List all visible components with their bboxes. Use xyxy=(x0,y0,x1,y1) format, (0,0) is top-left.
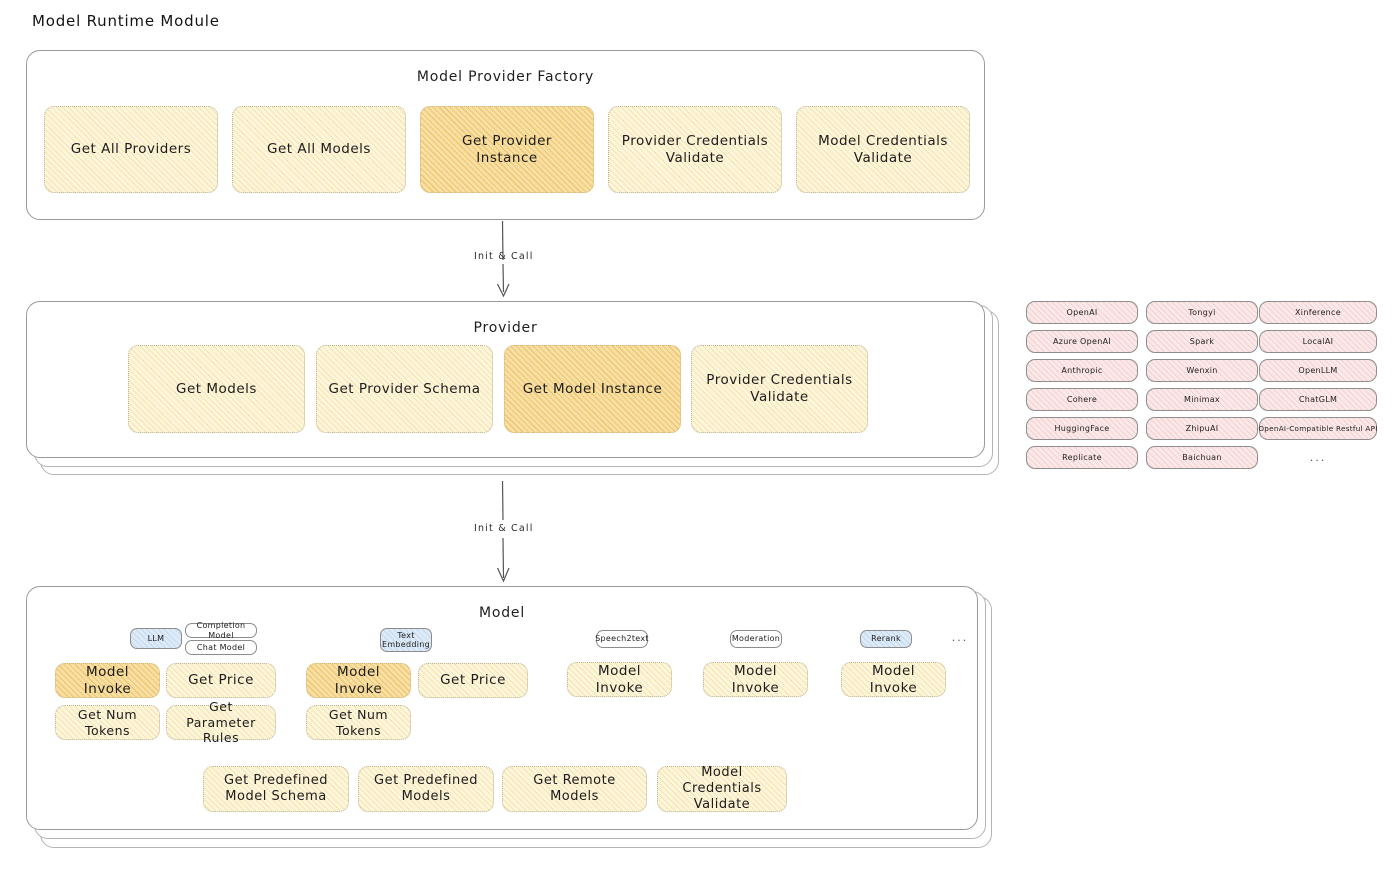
model-method-get-predefined-model-schema[interactable]: Get Predefined Model Schema xyxy=(203,766,349,812)
provider-chip-wenxin[interactable]: Wenxin xyxy=(1146,359,1258,382)
model-types-more-ellipsis: ... xyxy=(951,630,969,644)
llm-method-model-invoke[interactable]: Model Invoke xyxy=(55,663,160,698)
provider-chip-cohere[interactable]: Cohere xyxy=(1026,388,1138,411)
provider-chip-tongyi[interactable]: Tongyi xyxy=(1146,301,1258,324)
model-method-get-remote-models[interactable]: Get Remote Models xyxy=(502,766,647,812)
provider-chip-baichuan[interactable]: Baichuan xyxy=(1146,446,1258,469)
model-type-tag-llm[interactable]: LLM xyxy=(130,628,182,649)
provider-chip-huggingface[interactable]: HuggingFace xyxy=(1026,417,1138,440)
model-method-get-predefined-models[interactable]: Get Predefined Models xyxy=(358,766,494,812)
factory-node-get-all-providers[interactable]: Get All Providers xyxy=(44,106,218,193)
arrow-factory-to-provider xyxy=(496,220,510,298)
factory-node-get-all-models[interactable]: Get All Models xyxy=(232,106,406,193)
page-title: Model Runtime Module xyxy=(32,12,220,30)
factory-node-get-provider-instance[interactable]: Get Provider Instance xyxy=(420,106,594,193)
factory-node-model-credentials-validate[interactable]: Model Credentials Validate xyxy=(796,106,970,193)
text-embedding-method-get-num-tokens[interactable]: Get Num Tokens xyxy=(306,705,411,740)
model-type-tag-rerank[interactable]: Rerank xyxy=(860,630,912,648)
provider-node-provider-credentials-validate[interactable]: Provider Credentials Validate xyxy=(691,345,868,433)
provider-chip-azure-openai[interactable]: Azure OpenAI xyxy=(1026,330,1138,353)
provider-chip-openllm[interactable]: OpenLLM xyxy=(1259,359,1377,382)
model-provider-factory-title: Model Provider Factory xyxy=(416,69,595,85)
model-type-tag-text-embedding[interactable]: Text Embedding xyxy=(380,628,432,652)
provider-chip-spark[interactable]: Spark xyxy=(1146,330,1258,353)
text-embedding-method-model-invoke[interactable]: Model Invoke xyxy=(306,663,411,698)
provider-chip-anthropic[interactable]: Anthropic xyxy=(1026,359,1138,382)
provider-chip-xinference[interactable]: Xinference xyxy=(1259,301,1377,324)
model-subtag-chat-model[interactable]: Chat Model xyxy=(185,640,257,655)
moderation-method-model-invoke[interactable]: Model Invoke xyxy=(703,662,808,697)
model-type-tag-moderation[interactable]: Moderation xyxy=(730,630,782,648)
provider-node-get-provider-schema[interactable]: Get Provider Schema xyxy=(316,345,493,433)
speech2text-method-model-invoke[interactable]: Model Invoke xyxy=(567,662,672,697)
provider-chip-openai-compatible-restful-api[interactable]: OpenAI-Compatible Restful API xyxy=(1258,417,1377,440)
provider-chip-zhipuai[interactable]: ZhipuAI xyxy=(1146,417,1258,440)
provider-chip-openai[interactable]: OpenAI xyxy=(1026,301,1138,324)
arrow-label-init-call-2: Init & Call xyxy=(474,523,534,534)
model-method-model-credentials-validate[interactable]: Model Credentials Validate xyxy=(657,765,787,812)
provider-chip-more-ellipsis: ... xyxy=(1309,451,1327,464)
provider-chip-chatglm[interactable]: ChatGLM xyxy=(1259,388,1377,411)
arrow-label-init-call-1: Init & Call xyxy=(474,251,534,262)
provider-title: Provider xyxy=(473,320,538,336)
text-embedding-method-get-price[interactable]: Get Price xyxy=(418,663,528,698)
llm-method-get-price[interactable]: Get Price xyxy=(166,663,276,698)
llm-method-get-parameter-rules[interactable]: Get Parameter Rules xyxy=(166,699,276,745)
model-subtag-completion-model[interactable]: Completion Model xyxy=(185,621,257,640)
provider-chip-localai[interactable]: LocalAI xyxy=(1259,330,1377,353)
arrow-provider-to-model xyxy=(496,480,510,583)
provider-node-get-models[interactable]: Get Models xyxy=(128,345,305,433)
llm-method-get-num-tokens[interactable]: Get Num Tokens xyxy=(55,705,160,740)
factory-node-provider-credentials-validate[interactable]: Provider Credentials Validate xyxy=(608,106,782,193)
model-type-tag-speech2text[interactable]: Speech2text xyxy=(595,630,649,648)
rerank-method-model-invoke[interactable]: Model Invoke xyxy=(841,662,946,697)
provider-node-get-model-instance[interactable]: Get Model Instance xyxy=(504,345,681,433)
model-title: Model xyxy=(478,605,526,621)
provider-chip-minimax[interactable]: Minimax xyxy=(1146,388,1258,411)
provider-chip-replicate[interactable]: Replicate xyxy=(1026,446,1138,469)
